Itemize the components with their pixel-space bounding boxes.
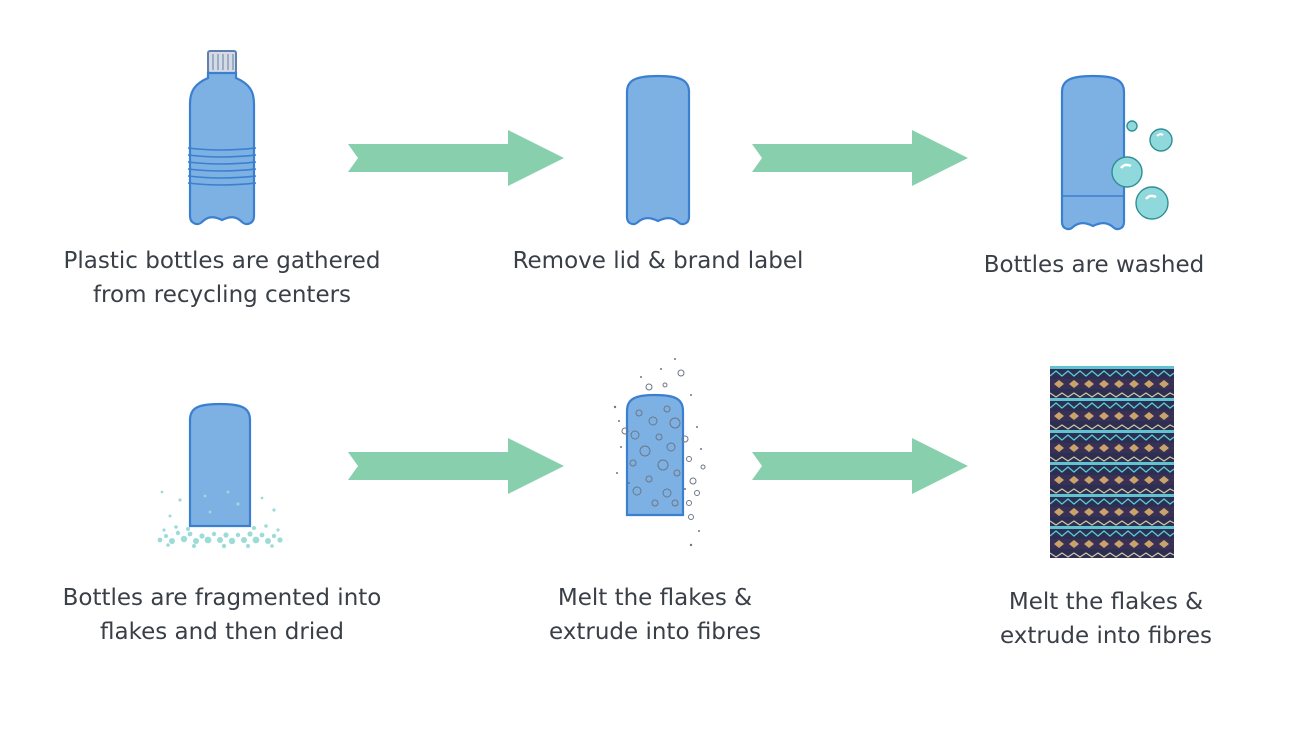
- washed-bottle-icon: [1060, 74, 1173, 231]
- patterned-fabric-icon: [1050, 366, 1174, 558]
- melting-bottle-icon: [613, 358, 706, 547]
- arrow-4: [752, 438, 968, 494]
- caption-melt: Melt the flakes & extrude into fibres: [548, 585, 761, 645]
- caption-fabric: Melt the flakes & extrude into fibres: [999, 589, 1212, 649]
- bare-bottle-icon: [625, 74, 691, 226]
- caption-remove: Remove lid & brand label: [512, 248, 804, 274]
- caption-gather: Plastic bottles are gathered from recycl…: [63, 248, 381, 308]
- caption-fragment: Bottles are fragmented into flakes and t…: [62, 585, 382, 645]
- caption-wash: Bottles are washed: [983, 252, 1205, 278]
- fragmented-bottle-icon: [157, 402, 283, 549]
- arrow-3: [348, 438, 564, 494]
- arrow-1: [348, 130, 564, 186]
- arrow-2: [752, 130, 968, 186]
- full-bottle-icon: [187, 50, 257, 226]
